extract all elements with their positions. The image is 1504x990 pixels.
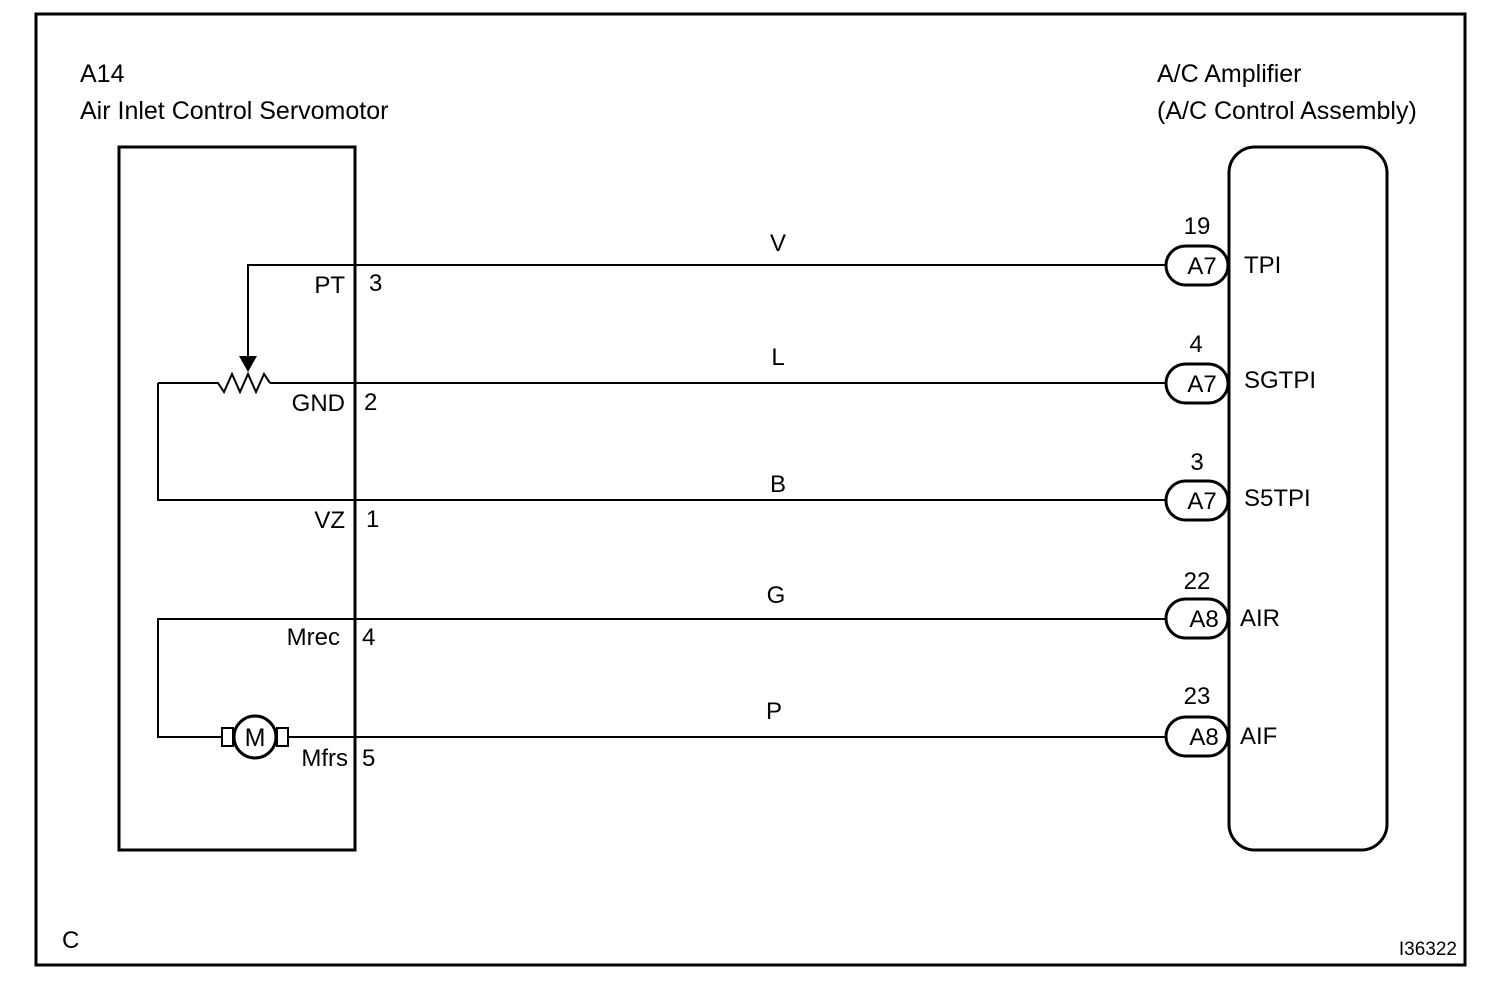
connector-a7-4 <box>1164 362 1230 405</box>
pin-label-mrec: Mrec <box>287 624 340 651</box>
connector-code-a7: A7 <box>1187 253 1216 280</box>
amp-pin-number-s5tpi: 3 <box>1190 449 1203 476</box>
wiper-arrow <box>239 356 257 372</box>
servomotor-box <box>117 145 357 852</box>
amp-pin-number-sgtpi: 4 <box>1189 331 1202 358</box>
pin-number-mfrs: 5 <box>362 745 375 772</box>
motor-icon <box>232 714 278 760</box>
amp-pin-number-aif: 23 <box>1184 683 1211 710</box>
pin-number-pt: 3 <box>369 270 382 297</box>
wire-color-v: V <box>770 230 786 257</box>
corner-letter: C <box>62 927 79 954</box>
pin-number-vz: 1 <box>366 506 379 533</box>
servomotor-name: Air Inlet Control Servomotor <box>80 97 388 125</box>
motor-brush-right <box>276 727 289 747</box>
amp-pin-label-s5tpi: S5TPI <box>1244 485 1311 512</box>
mrec-internal-lead <box>157 618 355 738</box>
connector-a8-23 <box>1164 715 1230 758</box>
pin-label-mfrs: Mfrs <box>301 745 348 772</box>
amplifier-subtitle: (A/C Control Assembly) <box>1157 97 1417 125</box>
amp-pin-number-air: 22 <box>1184 568 1211 595</box>
amp-pin-number-tpi: 19 <box>1184 213 1211 240</box>
motor-brush-left <box>221 727 234 747</box>
motor-symbol: M <box>245 724 266 752</box>
diagram-frame <box>34 12 1467 967</box>
wire-color-g: G <box>767 582 786 609</box>
connector-code-a8: A8 <box>1189 606 1218 633</box>
wire-color-p: P <box>766 698 782 725</box>
wiper-lead <box>247 264 355 358</box>
amp-pin-label-air: AIR <box>1240 605 1280 632</box>
connector-code-a7: A7 <box>1187 488 1216 515</box>
amplifier-title: A/C Amplifier <box>1157 60 1301 88</box>
wire-color-b: B <box>770 471 786 498</box>
figure-id: I36322 <box>1399 939 1457 960</box>
connector-code-a7: A7 <box>1187 371 1216 398</box>
servomotor-code: A14 <box>80 60 125 88</box>
connector-a8-22 <box>1164 597 1230 640</box>
pin-label-gnd: GND <box>292 390 345 417</box>
connector-a7-3 <box>1164 479 1230 522</box>
wire-color-l: L <box>771 344 784 371</box>
amp-pin-label-aif: AIF <box>1240 723 1277 750</box>
amp-pin-label-tpi: TPI <box>1244 252 1281 279</box>
pin-number-gnd: 2 <box>364 389 377 416</box>
amp-pin-label-sgtpi: SGTPI <box>1244 367 1316 394</box>
vz-internal-lead <box>157 383 355 501</box>
pin-label-pt: PT <box>314 272 345 299</box>
connector-a7-19 <box>1164 244 1230 287</box>
connector-code-a8: A8 <box>1189 724 1218 751</box>
pin-label-vz: VZ <box>314 507 345 534</box>
pin-number-mrec: 4 <box>362 624 375 651</box>
potentiometer-resistor <box>158 371 271 395</box>
